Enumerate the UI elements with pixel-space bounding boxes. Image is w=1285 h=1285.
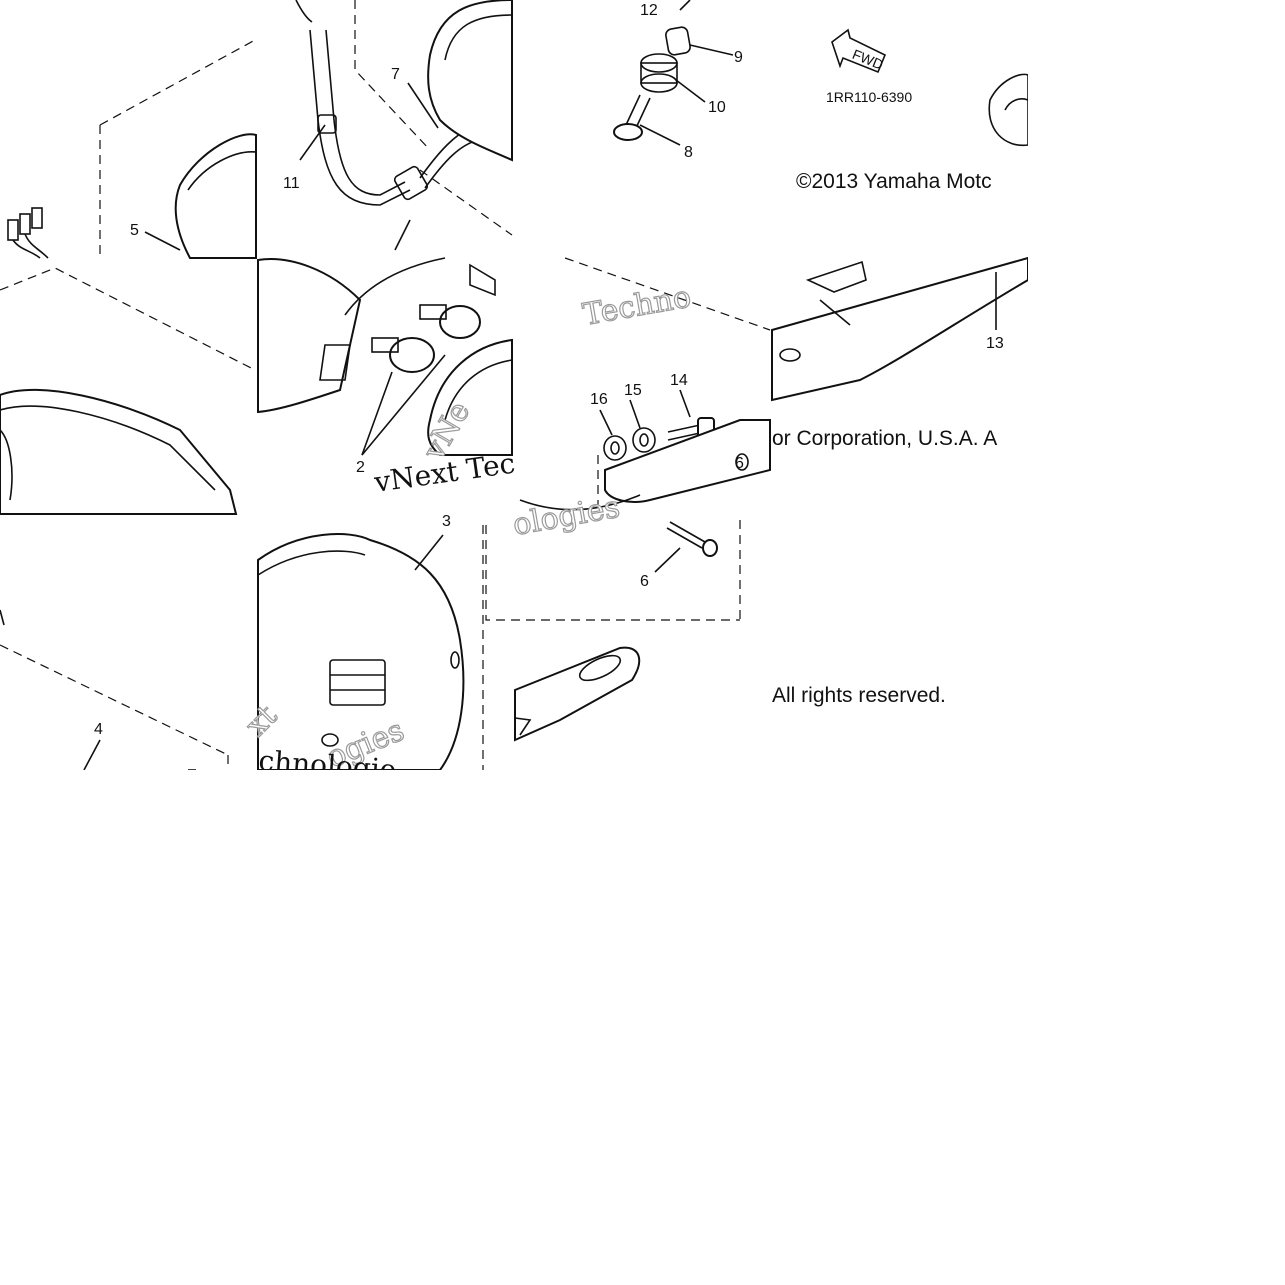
washer-icon xyxy=(632,427,656,453)
fwd-arrow-icon: FWD xyxy=(831,28,887,74)
callout-13: 13 xyxy=(986,335,1004,352)
callout-15: 15 xyxy=(624,382,642,399)
grommet-icon xyxy=(640,53,678,93)
copyright-line-2: or Corporation, U.S.A. A xyxy=(772,427,997,450)
callout-8: 8 xyxy=(684,144,693,161)
watermark-3: ologies xyxy=(510,490,622,543)
callout-10: 10 xyxy=(708,99,726,116)
callout-7: 7 xyxy=(391,66,400,83)
tile-top-middle xyxy=(295,0,513,251)
tile-bot-middle xyxy=(257,525,484,771)
connector-plug-icon xyxy=(7,207,49,259)
callout-2: 2 xyxy=(356,459,365,476)
callout-labels: 2 3 4 5 6 6 7 8 9 10 11 12 13 14 15 16 xyxy=(94,2,1004,738)
tile-bot-left xyxy=(0,609,229,771)
callout-12: 12 xyxy=(640,2,658,19)
tile-mid-left xyxy=(0,267,256,515)
washer-icon xyxy=(603,435,627,461)
bulb-icon xyxy=(371,337,435,373)
callout-6-plate: 6 xyxy=(735,455,744,472)
screw-icon xyxy=(666,521,718,557)
callout-11: 11 xyxy=(283,175,300,192)
tile-top-left xyxy=(7,39,257,259)
callout-6: 6 xyxy=(640,573,649,590)
tile-mid-farright xyxy=(771,256,1029,402)
bolt-icon xyxy=(613,94,651,141)
callout-3: 3 xyxy=(442,513,451,530)
copyright-line-3: All rights reserved. xyxy=(772,684,946,707)
callout-5: 5 xyxy=(130,222,139,239)
callout-16: 16 xyxy=(590,391,608,408)
watermark-1: Techno xyxy=(580,279,693,332)
tile-mid-right xyxy=(519,257,771,511)
callout-9: 9 xyxy=(734,49,743,66)
callout-4: 4 xyxy=(94,721,103,738)
copyright-line-1: ©2013 Yamaha Motc xyxy=(796,170,992,193)
tile-bot-right xyxy=(485,520,741,742)
tile-top-right: FWD xyxy=(613,0,1029,147)
tile-mid-middle xyxy=(257,257,513,456)
part-code: 1RR110-6390 xyxy=(826,89,912,105)
cap-nut-icon xyxy=(665,26,691,56)
callout-14: 14 xyxy=(670,372,688,389)
bulb-icon xyxy=(419,304,481,339)
